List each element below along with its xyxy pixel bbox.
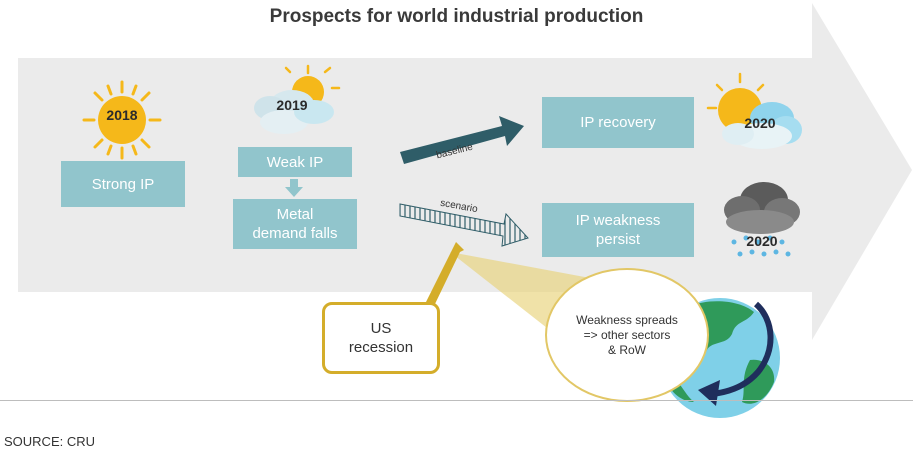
ip-weakness-box: IP weakness persist [542, 203, 694, 257]
ip-weakness-line1: IP weakness [575, 212, 661, 229]
bubble-line1: Weakness spreads [576, 312, 678, 327]
weak-ip-box: Weak IP [238, 147, 352, 177]
divider [0, 400, 913, 401]
year-2020-weak-label: 2020 [746, 233, 778, 249]
recession-line1: US [370, 320, 392, 337]
weakness-spreads-bubble: Weakness spreads => other sectors & RoW [545, 268, 709, 402]
bubble-line2: => other sectors [583, 327, 671, 342]
scenario-arrow [399, 203, 529, 247]
sun-icon [82, 80, 162, 160]
year-2019-label: 2019 [276, 97, 308, 113]
down-arrow-icon [285, 179, 303, 197]
metal-demand-line2: demand falls [252, 225, 338, 242]
metal-demand-line1: Metal [276, 206, 314, 223]
sun-cloud-icon [706, 72, 802, 149]
year-2018-label: 2018 [106, 107, 138, 123]
us-recession-box: US recession [322, 302, 440, 374]
source-note: SOURCE: CRU [4, 434, 96, 449]
ip-weakness-line2: persist [595, 231, 641, 248]
strong-ip-box: Strong IP [61, 161, 185, 207]
diagram-title: Prospects for world industrial productio… [269, 6, 644, 27]
year-2020-recovery-label: 2020 [744, 115, 776, 131]
sun-cloud-icon [254, 64, 341, 134]
baseline-arrow [400, 116, 524, 164]
metal-demand-box: Metal demand falls [233, 199, 357, 249]
ip-recovery-box: IP recovery [542, 97, 694, 148]
bubble-line3: & RoW [607, 342, 646, 357]
recession-line2: recession [348, 339, 414, 356]
rain-cloud-icon [724, 182, 800, 257]
